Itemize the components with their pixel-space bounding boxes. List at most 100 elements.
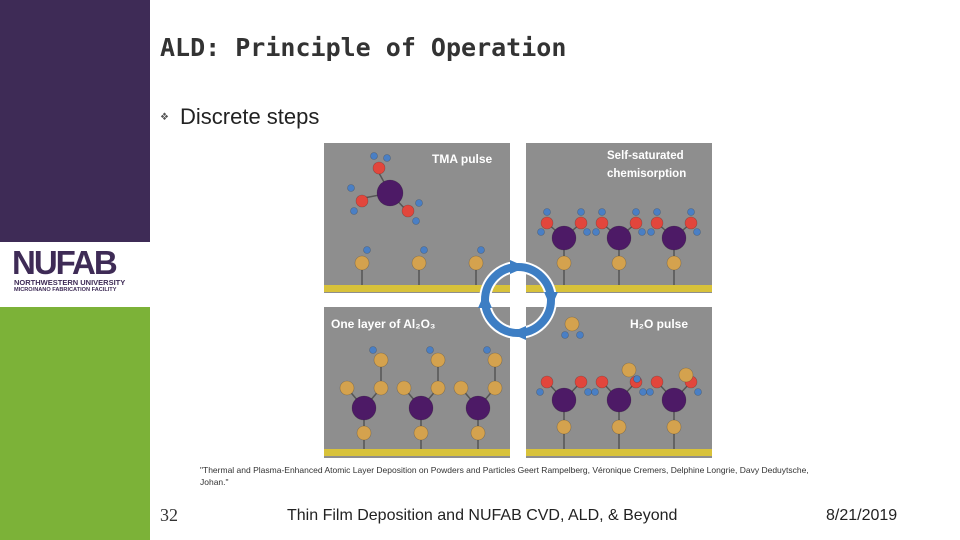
cycle-arrowhead <box>510 326 526 340</box>
label-h2o-pulse: H₂O pulse <box>630 317 688 331</box>
hydrogen-atom <box>426 346 434 354</box>
oxygen-atom <box>595 216 609 230</box>
hydrogen-atom <box>647 228 655 236</box>
hydrogen-atom <box>639 388 647 396</box>
aluminum-atom <box>606 225 632 251</box>
footer-text: Thin Film Deposition and NUFAB CVD, ALD,… <box>287 507 678 524</box>
bullet-text: Discrete steps <box>180 104 320 129</box>
hydrogen-atom <box>591 388 599 396</box>
aluminum-atom <box>376 179 404 207</box>
cycle-ring <box>481 263 555 337</box>
water-oxygen-atom <box>564 316 580 332</box>
logo-wordmark: NUFAB <box>12 244 118 281</box>
surface-atom <box>556 255 572 271</box>
surface-atom <box>468 255 484 271</box>
surface-atom <box>430 352 446 368</box>
hydrogen-atom <box>632 208 640 216</box>
surface-atom <box>666 255 682 271</box>
slide-title: ALD: Principle of Operation <box>160 33 567 62</box>
oxygen-atom <box>540 375 554 389</box>
surface-atom <box>356 425 372 441</box>
ald-cycle-diagram: TMA pulse Self-saturated chemisorption O… <box>324 143 712 458</box>
label-tma-pulse: TMA pulse <box>432 152 493 166</box>
oxygen-atom <box>401 204 415 218</box>
oxygen-atom <box>372 161 386 175</box>
hydrogen-atom <box>537 228 545 236</box>
surface-atom <box>411 255 427 271</box>
hydrogen-atom <box>420 246 428 254</box>
label-chemisorption-line1: Self-saturated <box>607 150 684 162</box>
surface-atom <box>413 425 429 441</box>
slide-number: 32 <box>160 505 178 525</box>
oxygen-atom <box>629 216 643 230</box>
hydrogen-atom <box>536 388 544 396</box>
surface-atom <box>556 419 572 435</box>
label-one-layer: One layer of Al₂O₃ <box>331 317 435 331</box>
hydrogen-atom <box>576 331 584 339</box>
surface-atom <box>487 380 503 396</box>
oxygen-atom <box>574 216 588 230</box>
aluminum-atom <box>408 395 434 421</box>
substrate-strip <box>526 449 712 456</box>
hydrogen-atom <box>653 208 661 216</box>
hydrogen-atom <box>350 207 358 215</box>
hydrogen-atom <box>577 208 585 216</box>
hydrogen-atom <box>370 152 378 160</box>
cycle-arrows-icon <box>478 260 558 340</box>
bullet-item: ❖ Discrete steps <box>160 103 319 131</box>
water-oxygen-atom <box>621 362 637 378</box>
sidebar-purple-band <box>0 0 150 242</box>
cycle-arrowhead <box>510 260 526 274</box>
hydrogen-atom <box>694 388 702 396</box>
surface-atom <box>611 255 627 271</box>
oxygen-atom <box>650 216 664 230</box>
oxygen-atom <box>684 216 698 230</box>
substrate-strip <box>526 285 712 292</box>
surface-atom <box>470 425 486 441</box>
cycle-arrowhead <box>478 292 492 308</box>
surface-atom <box>453 380 469 396</box>
hydrogen-atom <box>347 184 355 192</box>
hydrogen-atom <box>415 199 423 207</box>
aluminum-atom <box>661 225 687 251</box>
hydrogen-atom <box>638 228 646 236</box>
aluminum-atom <box>551 387 577 413</box>
oxygen-atom <box>355 194 369 208</box>
surface-atom <box>354 255 370 271</box>
hydrogen-atom <box>477 246 485 254</box>
surface-atom <box>373 380 389 396</box>
substrate-strip <box>324 285 510 292</box>
atoms-group <box>324 152 712 456</box>
surface-atom <box>396 380 412 396</box>
logo-facility-line: MICRO/NANO FABRICATION FACILITY <box>14 287 117 293</box>
hydrogen-atom <box>693 228 701 236</box>
hydrogen-atom <box>583 228 591 236</box>
surface-atom <box>339 380 355 396</box>
oxygen-atom <box>540 216 554 230</box>
image-citation: "Thermal and Plasma-Enhanced Atomic Laye… <box>200 465 809 487</box>
sidebar-green-band <box>0 307 150 540</box>
cycle-arrowhead <box>544 292 558 308</box>
hydrogen-atom <box>483 346 491 354</box>
hydrogen-atom <box>592 228 600 236</box>
surface-atom <box>487 352 503 368</box>
hydrogen-atom <box>383 154 391 162</box>
hydrogen-atom <box>363 246 371 254</box>
oxygen-atom <box>574 375 588 389</box>
hydrogen-atom <box>598 208 606 216</box>
hydrogen-atom <box>543 208 551 216</box>
surface-atom <box>611 419 627 435</box>
substrate-strip <box>324 449 510 456</box>
bullet-arrow-icon: ❖ <box>160 111 169 123</box>
surface-atom <box>430 380 446 396</box>
oxygen-atom <box>595 375 609 389</box>
aluminum-atom <box>351 395 377 421</box>
hydrogen-atom <box>369 346 377 354</box>
aluminum-atom <box>551 225 577 251</box>
hydrogen-atom <box>412 217 420 225</box>
aluminum-atom <box>661 387 687 413</box>
footer-date: 8/21/2019 <box>826 507 898 524</box>
surface-atom <box>373 352 389 368</box>
water-oxygen-atom <box>678 367 694 383</box>
aluminum-atom <box>465 395 491 421</box>
